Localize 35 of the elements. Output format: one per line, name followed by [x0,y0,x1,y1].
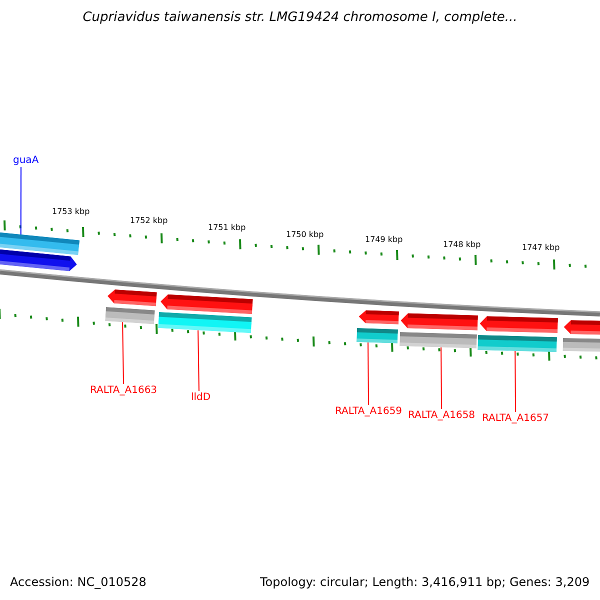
gene-feature [160,294,253,314]
gene-bar [562,338,600,352]
gene-label: RALTA_A1659 [335,406,402,417]
gene-feature [480,316,558,334]
gene-feature [358,310,399,324]
leader-line [440,346,442,410]
footer-text: Topology: circular; Length: 3,416,911 bp; Genes: 3,209 [260,575,590,589]
leader-line [514,350,516,412]
leader-line [368,342,370,406]
gene-bar [158,312,252,334]
leader-line [198,330,200,392]
gene-label: lldD [191,392,211,403]
tick-label: 1753 kbp [52,207,90,216]
gene-label: guaA [13,155,39,166]
gene-bar [0,232,80,256]
gene-feature [107,289,157,306]
leader-line [122,322,124,384]
tick-label: 1747 kbp [522,243,560,252]
title: Cupriavidus taiwanensis str. LMG19424 chromosome I, complete... [82,10,518,25]
gene-bar [478,335,557,352]
tick-label: 1750 kbp [286,230,324,239]
gene-label: RALTA_A1663 [90,385,158,396]
tick-label: 1748 kbp [443,240,481,249]
gene-bar [105,307,155,324]
gene-label: RALTA_A1658 [408,410,476,421]
tick-label: 1749 kbp [365,235,403,244]
gene-feature [0,249,78,272]
gene-feature [564,320,600,336]
gene-bar [400,332,477,348]
gene-label: RALTA_A1657 [482,413,550,424]
footer-text: Accession: NC_010528 [10,575,146,589]
tick-label: 1751 kbp [208,223,246,232]
leader-line [20,166,22,235]
tick-label: 1752 kbp [130,216,168,225]
gene-bar [356,328,398,344]
